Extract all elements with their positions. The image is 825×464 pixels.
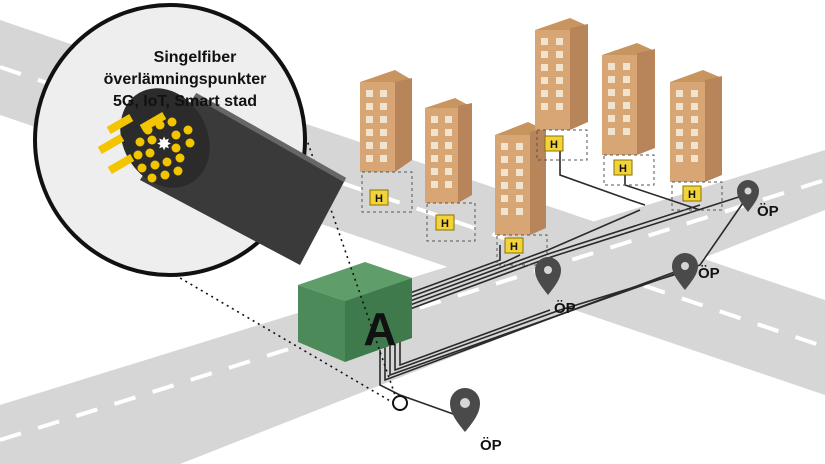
building-1: H: [360, 70, 413, 213]
buildings: H H: [360, 18, 723, 266]
pin-op1: ÖP: [535, 257, 576, 317]
building-label: H: [510, 241, 518, 253]
building-5: H: [602, 43, 655, 186]
map-pin-icon: [737, 180, 759, 212]
road-lower-dash: [0, 178, 825, 442]
handover-box-2: H: [435, 214, 455, 231]
handover-point-label: ÖP: [480, 437, 502, 454]
callout-title-line1: Singelfiber: [154, 49, 237, 66]
callout-title-line2: överlämningspunkter: [104, 71, 267, 88]
map-pin-icon: [672, 253, 698, 290]
handover-point-label: ÖP: [757, 203, 779, 220]
building-3: H: [495, 122, 548, 266]
handover-box-6: H: [682, 185, 702, 202]
pin-op3: ÖP: [737, 180, 779, 220]
junction-circle: [392, 395, 408, 411]
node-box-a: A: [298, 262, 412, 362]
fiber-cores: [133, 117, 195, 183]
building-label: H: [441, 218, 449, 230]
building-label: H: [550, 139, 558, 151]
road-lower-diagonal: [0, 150, 825, 464]
handover-point-label: ÖP: [698, 265, 720, 282]
map-pin-icon: [450, 388, 480, 432]
building-label: H: [688, 189, 696, 201]
fiber-cable-callout: ✸ Singelfiber överlämningspunkter 5G, Io…: [33, 3, 347, 277]
map-pin-icon: [535, 257, 561, 295]
handover-box-5: H: [613, 159, 633, 176]
handover-box-3: H: [504, 237, 524, 254]
road-upper-dash: [0, 65, 825, 349]
building-6: H: [670, 70, 723, 211]
handover-box-1: H: [369, 189, 389, 206]
building-4: H: [535, 18, 588, 161]
core-sparkle: ✸: [156, 134, 171, 154]
building-2: H: [425, 98, 476, 242]
callout-title-line3: 5G, IoT, Smart stad: [113, 93, 257, 110]
node-label: A: [363, 303, 396, 355]
handover-pins: ÖP ÖP ÖP ÖP: [450, 180, 779, 454]
handover-point-label: ÖP: [554, 300, 576, 317]
building-label: H: [375, 193, 383, 205]
cable-body: [120, 88, 347, 265]
pin-op4: ÖP: [450, 388, 502, 454]
handover-box-4: H: [544, 135, 564, 152]
building-label: H: [619, 163, 627, 175]
pin-op2: ÖP: [672, 253, 720, 290]
